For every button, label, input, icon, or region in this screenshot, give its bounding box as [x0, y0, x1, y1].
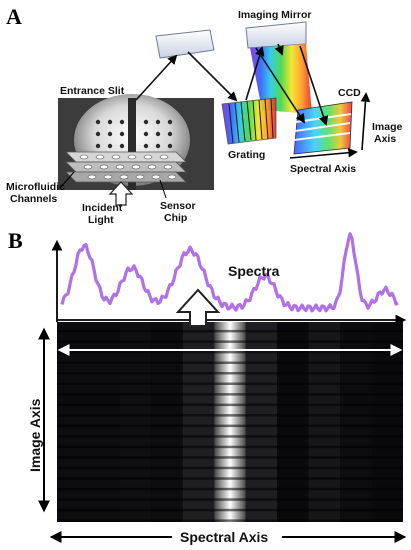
image-row-stripe — [57, 445, 403, 449]
image-axis-stripes — [57, 329, 403, 522]
sensor-chip-label-line2: Chip — [164, 212, 187, 224]
sensor-chip — [65, 151, 187, 183]
image-row-stripe — [57, 477, 403, 480]
image-row-stripe — [57, 329, 403, 333]
image-row-stripe — [57, 519, 403, 522]
spectral-axis-label-backing — [172, 526, 282, 546]
spectra-label: Spectra — [228, 263, 280, 279]
image-row-stripe — [57, 382, 403, 385]
image-axis-arrow-a — [360, 92, 371, 151]
panel-b-letter: B — [8, 228, 23, 253]
image-row-stripe — [57, 508, 403, 512]
spectral-axis-arrow-a — [289, 147, 358, 159]
image-row-stripe — [57, 361, 403, 364]
spectral-axis-label-b: Spectral Axis — [180, 529, 268, 545]
image-axis-label-line1: Image — [372, 121, 403, 133]
microfluidic-label-line1: Microfluidic — [6, 181, 65, 193]
incident-light-arrow — [108, 181, 134, 206]
microfluidic-label-line2: Channels — [10, 193, 57, 205]
imaging-mirror — [245, 21, 307, 49]
image-row-stripe — [57, 487, 403, 491]
image-row-stripe — [57, 435, 403, 438]
image-row-stripe — [57, 456, 403, 459]
image-axis-label-line2: Axis — [374, 133, 396, 145]
microfluidic-leader-line — [59, 171, 75, 189]
image-row-stripe — [57, 498, 403, 501]
image-axis-label-b: Image Axis — [27, 398, 43, 472]
grating — [221, 97, 277, 145]
grating-label: Grating — [228, 149, 265, 161]
spectra-curve — [60, 232, 399, 313]
spectral-axis-label-a: Spectral Axis — [290, 163, 356, 175]
panel-a-letter: A — [6, 4, 22, 29]
incident-light-label-line2: Light — [88, 214, 114, 226]
image-row-stripe — [57, 414, 403, 417]
sensor-chip-leader-line — [159, 179, 167, 199]
incident-light-label-line1: Incident — [82, 202, 123, 214]
detector-image — [57, 322, 403, 522]
image-row-stripe — [57, 350, 403, 354]
image-row-stripe — [57, 403, 403, 407]
collimating-mirror — [155, 29, 215, 59]
sensor-chip-label-line1: Sensor — [160, 200, 196, 212]
projection-arrow — [175, 288, 221, 327]
image-row-stripe — [57, 340, 403, 343]
imaging-mirror-label: Imaging Mirror — [238, 9, 312, 21]
image-row-stripe — [57, 466, 403, 470]
image-row-stripe — [57, 372, 403, 375]
image-row-stripe — [57, 424, 403, 428]
ccd-detector — [293, 101, 353, 155]
beam-path — [135, 43, 329, 126]
entrance-slit-label: Entrance Slit — [60, 85, 125, 97]
ccd-label: CCD — [338, 87, 361, 99]
image-row-stripe — [57, 393, 403, 396]
